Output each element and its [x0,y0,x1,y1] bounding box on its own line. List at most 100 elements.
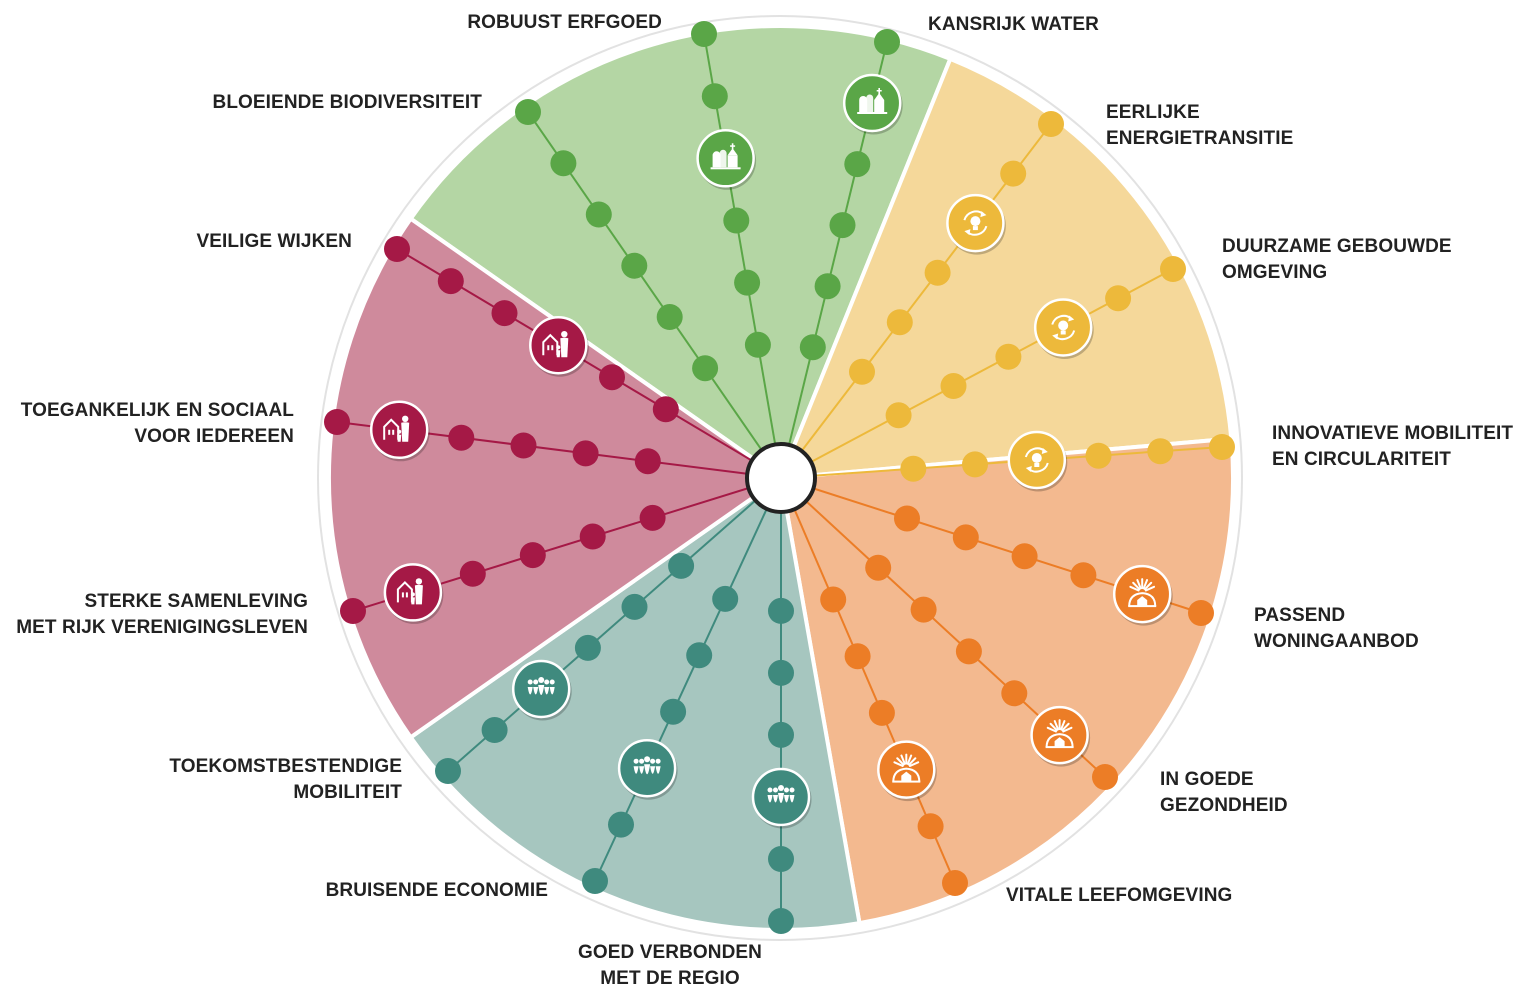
spoke-dot [652,396,679,423]
village-church-icon [842,73,903,135]
spoke-dot [1001,680,1028,707]
spoke-dot [437,268,464,295]
spoke-dot [491,300,518,327]
spoke-dot [1160,256,1186,282]
label-bloeiende-biodiversiteit: BLOEIENDE BIODIVERSITEIT [212,92,482,113]
spoke-dot [515,99,541,125]
spoke-yellow-0 [780,111,1064,479]
label-veilige-wijken: VEILIGE WIJKEN [196,231,352,252]
spoke-dot [924,259,951,286]
spoke-dot [639,504,666,531]
label-in-goede-gezondheid: IN GOEDE GEZONDHEID [1160,769,1288,816]
label-eerlijke-energietransitie: EERLIJKE ENERGIETRANSITIE [1106,102,1294,149]
spoke-dot [942,870,968,896]
spoke-dot [585,201,612,228]
spoke-dot [599,364,625,391]
people-group-icon [751,767,812,829]
spoke-dot [900,455,927,482]
spoke-dot [691,21,717,47]
wheel-rim [317,15,1243,941]
spoke-dot [519,542,546,569]
sector-layer [326,23,1235,932]
spoke-dot [340,598,366,624]
spoke-dot [634,448,661,475]
label-toegankelijk-en-sociaal: TOEGANKELIJK EN SOCIAAL VOOR IEDEREEN [20,400,294,447]
spoke-green-1 [691,21,782,479]
spoke-dot [768,908,794,934]
people-group-icon [511,659,572,721]
spoke-dot [1038,111,1064,137]
spoke-dot [962,451,988,478]
spoke-dot [1000,160,1027,187]
family-home-icon [383,563,444,624]
spoke-dot [1209,434,1235,460]
spoke-dot [910,596,937,623]
sector-wedge-yellow [777,56,1234,481]
spoke-dot [849,358,875,385]
spoke-red-1 [324,400,782,479]
spoke-dot [712,585,739,612]
label-toekomstbestendige-mobiliteit: TOEKOMSTBESTENDIGE MOBILITEIT [169,756,402,803]
spoke-teal-2 [435,477,782,784]
spoke-dot [608,811,634,838]
spoke-dot [459,560,486,587]
label-vitale-leefomgeving: VITALE LEEFOMGEVING [1006,885,1233,906]
spoke-dot [701,83,728,110]
sunrise-home-icon [1112,564,1173,626]
spoke-dot [844,643,871,670]
label-sterke-samenleving: STERKE SAMENLEVING MET RIJK VERENIGINGSL… [16,591,308,638]
spoke-dot [656,304,683,330]
label-passend-woningaanbod: PASSEND WONINGAANBOD [1254,605,1419,652]
spoke-green-2 [780,29,903,479]
family-home-icon [529,315,589,377]
spoke-orange-0 [780,477,1214,626]
spoke-dot [952,524,979,551]
spoke-dot [820,586,847,613]
spoke-red-2 [384,236,782,479]
spoke-dot [894,505,920,532]
spoke-dot [814,273,841,300]
spoke-dot [550,150,577,177]
spoke-orange-2 [780,477,968,896]
sector-wedge-red [326,215,785,741]
spoke-dot [886,309,913,336]
village-church-icon [696,129,757,190]
spoke-dot [1188,600,1214,626]
spoke-dot [723,207,750,234]
spoke-dot [768,846,794,872]
spoke-dot [621,593,648,620]
people-group-icon [617,738,678,800]
spoke-dot [865,554,892,581]
spoke-layer [324,21,1235,934]
spoke-dot [768,721,794,748]
label-bruisende-economie: BRUISENDE ECONOMIE [325,880,548,901]
spoke-dot [510,432,537,459]
spoke-dot [955,638,982,665]
spoke-green-0 [515,99,782,479]
label-innovatieve-mobiliteit: INNOVATIEVE MOBILITEIT EN CIRCULARITEIT [1272,423,1514,470]
spoke-orange-1 [780,477,1118,790]
spoke-dot [844,151,871,178]
spoke-yellow-1 [780,256,1186,479]
sunrise-home-icon [1030,705,1091,767]
spoke-dot [668,552,695,579]
sunrise-home-icon [877,740,937,802]
spoke-dot [582,868,608,894]
spoke-teal-1 [582,477,782,894]
sector-wedge-orange [778,436,1235,926]
label-robuust-erfgoed: ROBUUST ERFGOED [467,12,662,33]
spoke-dot [1147,438,1174,465]
spoke-dot [744,331,771,358]
lightbulb-cycle-icon [1033,298,1094,359]
spoke-dot [917,813,944,840]
label-goed-verbonden: GOED VERBONDEN MET DE REGIO [577,942,763,989]
label-kansrijk-water: KANSRIJK WATER [928,14,1099,35]
sector-wedge-teal [407,474,862,932]
spoke-dot [1092,764,1118,790]
lightbulb-cycle-icon [946,193,1006,255]
spoke-dot [435,758,461,784]
lightbulb-cycle-icon [1007,430,1068,492]
family-home-icon [369,400,430,462]
spoke-dot [885,402,912,429]
